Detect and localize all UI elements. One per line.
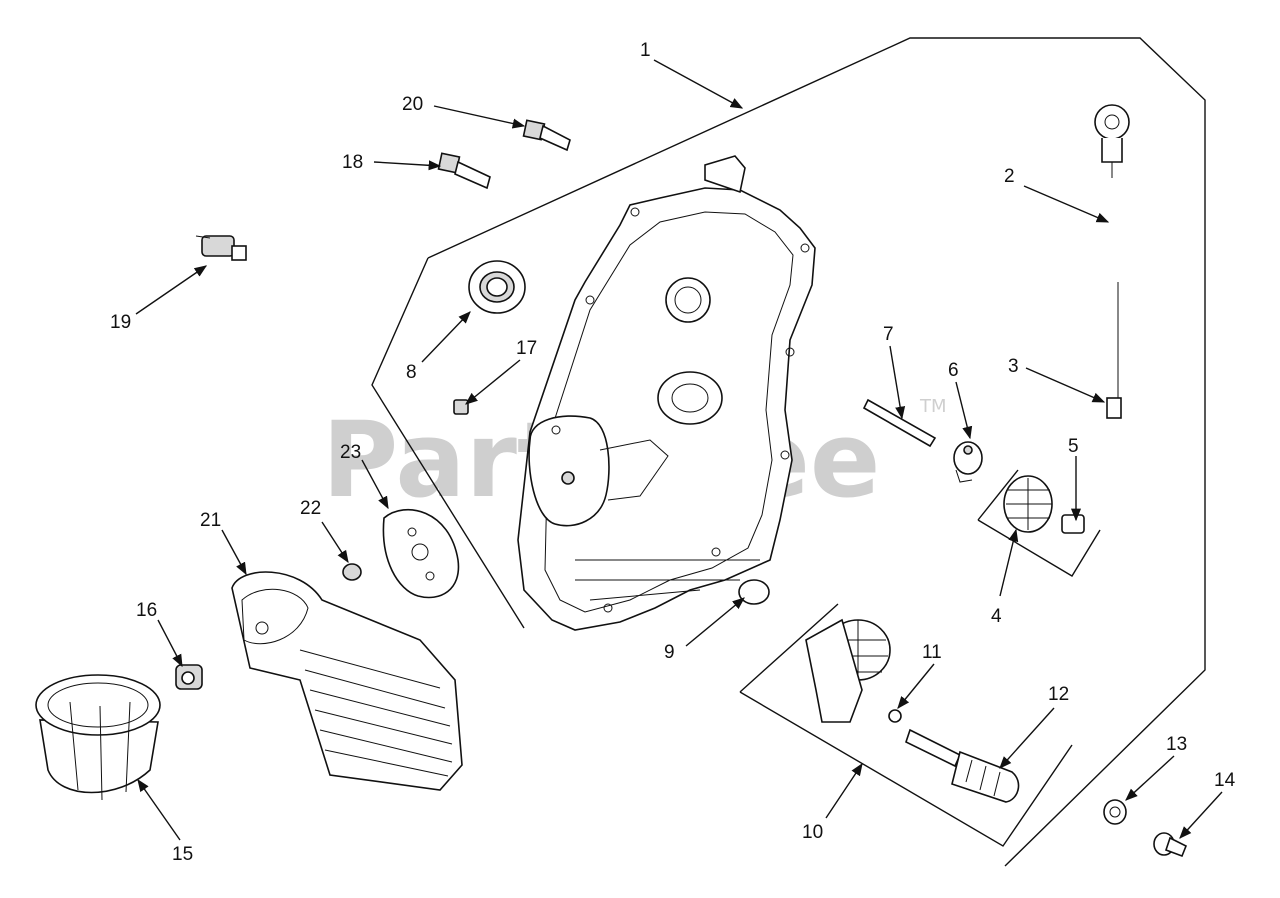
plug-22: [342, 563, 362, 581]
oil-pump-group-outline: [739, 603, 1073, 847]
oil-pickup: [905, 728, 1020, 803]
oil-cooler: [231, 571, 463, 791]
assembly-outline: [371, 37, 1206, 867]
callout-23: 23: [340, 442, 361, 463]
callout-8: 8: [406, 362, 417, 383]
callout-labels: 1 2 3 4 5 6 7 8 9 10 11 12 13 14 15 16 1…: [110, 40, 1236, 865]
dipstick: [1094, 104, 1130, 419]
callout-15: 15: [172, 844, 193, 865]
callout-10: 10: [802, 822, 823, 843]
watermark-trademark: TM: [919, 396, 947, 417]
callout-6: 6: [948, 360, 959, 381]
retaining-clip: [953, 441, 983, 483]
callout-17: 17: [516, 338, 537, 359]
callout-18: 18: [342, 152, 363, 173]
oil-filter: [35, 674, 161, 801]
callout-5: 5: [1068, 436, 1079, 457]
gasket: [382, 508, 460, 599]
callout-14: 14: [1214, 770, 1236, 791]
callout-12: 12: [1048, 684, 1069, 705]
ring-11: [888, 709, 902, 723]
callout-21: 21: [200, 510, 221, 531]
leader-lines: [135, 59, 1223, 841]
callout-16: 16: [136, 600, 157, 621]
o-ring-9: [738, 579, 770, 605]
drain-fitting: [175, 664, 203, 690]
oil-seal: [468, 260, 526, 314]
fitting-17: [453, 399, 469, 415]
bolt-20: [522, 119, 571, 152]
callout-7: 7: [883, 324, 894, 345]
dowel-pin: [862, 398, 937, 448]
callout-1: 1: [640, 40, 651, 61]
governor-gear: [1003, 475, 1085, 534]
callout-3: 3: [1008, 356, 1019, 377]
callout-19: 19: [110, 312, 131, 333]
callout-2: 2: [1004, 166, 1015, 187]
callout-13: 13: [1166, 734, 1187, 755]
callout-22: 22: [300, 498, 321, 519]
screw-14: [1153, 832, 1188, 858]
bolt-18: [437, 152, 491, 190]
callout-4: 4: [991, 606, 1002, 627]
callout-9: 9: [664, 642, 675, 663]
crankcase-cover: [517, 155, 816, 631]
callout-20: 20: [402, 94, 423, 115]
oil-sensor: [195, 235, 247, 261]
washer: [1103, 799, 1127, 825]
oil-pump: [805, 618, 891, 723]
callout-11: 11: [922, 642, 942, 663]
